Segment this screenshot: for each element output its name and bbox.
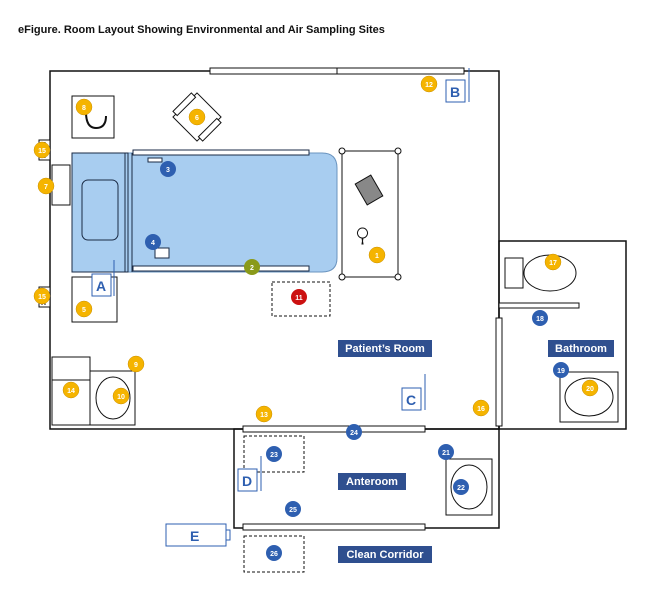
dispenser-B: B [445,68,470,103]
svg-text:A: A [96,278,106,294]
label-anteroom: Anteroom [346,476,398,488]
chair [172,92,222,142]
window-right [336,67,465,75]
air-sampling-zones [243,281,331,573]
svg-text:10: 10 [117,394,125,401]
svg-text:13: 13 [260,412,268,419]
svg-text:11: 11 [295,295,303,302]
room-labels: Patient’s Room Bathroom Anteroom Clean C… [338,340,614,563]
outlet-panel [51,164,71,206]
svg-text:14: 14 [67,388,75,395]
svg-text:18: 18 [536,316,544,323]
door-bathroom [495,317,503,427]
wall-devices [38,139,71,308]
dispenser-A: A [91,260,115,297]
svg-text:20: 20 [586,386,594,393]
notebook-icon [354,174,384,206]
air-zone-23 [243,435,305,473]
svg-text:6: 6 [195,115,199,122]
svg-text:24: 24 [350,430,358,437]
svg-text:B: B [450,84,460,100]
svg-text:7: 7 [44,184,48,191]
openings [209,67,580,531]
svg-text:9: 9 [134,362,138,369]
svg-text:D: D [242,473,252,489]
bed [71,149,338,273]
toilet-tank [504,257,524,289]
svg-text:17: 17 [549,260,557,267]
dispenser-D: D [237,456,262,492]
svg-text:25: 25 [289,507,297,514]
svg-text:15: 15 [38,294,46,301]
svg-text:16: 16 [477,406,485,413]
site-markers: 1 2 3 4 5 6 7 8 9 10 11 12 13 14 15 15 1… [33,75,599,561]
figure-title: eFigure. Room Layout Showing Environment… [18,24,385,36]
label-bathroom: Bathroom [555,343,607,355]
bathroom-grab-bar [498,302,580,309]
dispenser-C: C [401,374,426,411]
svg-text:4: 4 [151,240,155,247]
svg-text:2: 2 [250,265,254,272]
svg-text:22: 22 [457,485,465,492]
svg-text:26: 26 [270,551,278,558]
svg-text:8: 8 [82,105,86,112]
door-anteroom [242,425,426,433]
label-patients-room: Patient’s Room [345,343,425,355]
air-zone-11 [271,281,331,317]
svg-text:23: 23 [270,452,278,459]
svg-text:21: 21 [442,450,450,457]
phone-icon [357,227,368,245]
svg-text:1: 1 [375,253,379,260]
svg-text:3: 3 [166,167,170,174]
svg-text:E: E [190,528,199,544]
dispensers: A B C D E [91,68,470,547]
svg-text:15: 15 [38,148,46,155]
svg-text:C: C [406,392,416,408]
air-zone-26 [243,535,305,573]
walls [49,70,627,529]
svg-text:12: 12 [425,82,433,89]
bedside-table [341,150,399,278]
svg-text:19: 19 [557,368,565,375]
svg-text:5: 5 [82,307,86,314]
window-left [209,67,338,75]
label-clean-corridor: Clean Corridor [346,549,424,561]
dispenser-E: E [165,523,231,547]
door-corridor [242,523,426,531]
stethoscope-icon [85,111,107,130]
